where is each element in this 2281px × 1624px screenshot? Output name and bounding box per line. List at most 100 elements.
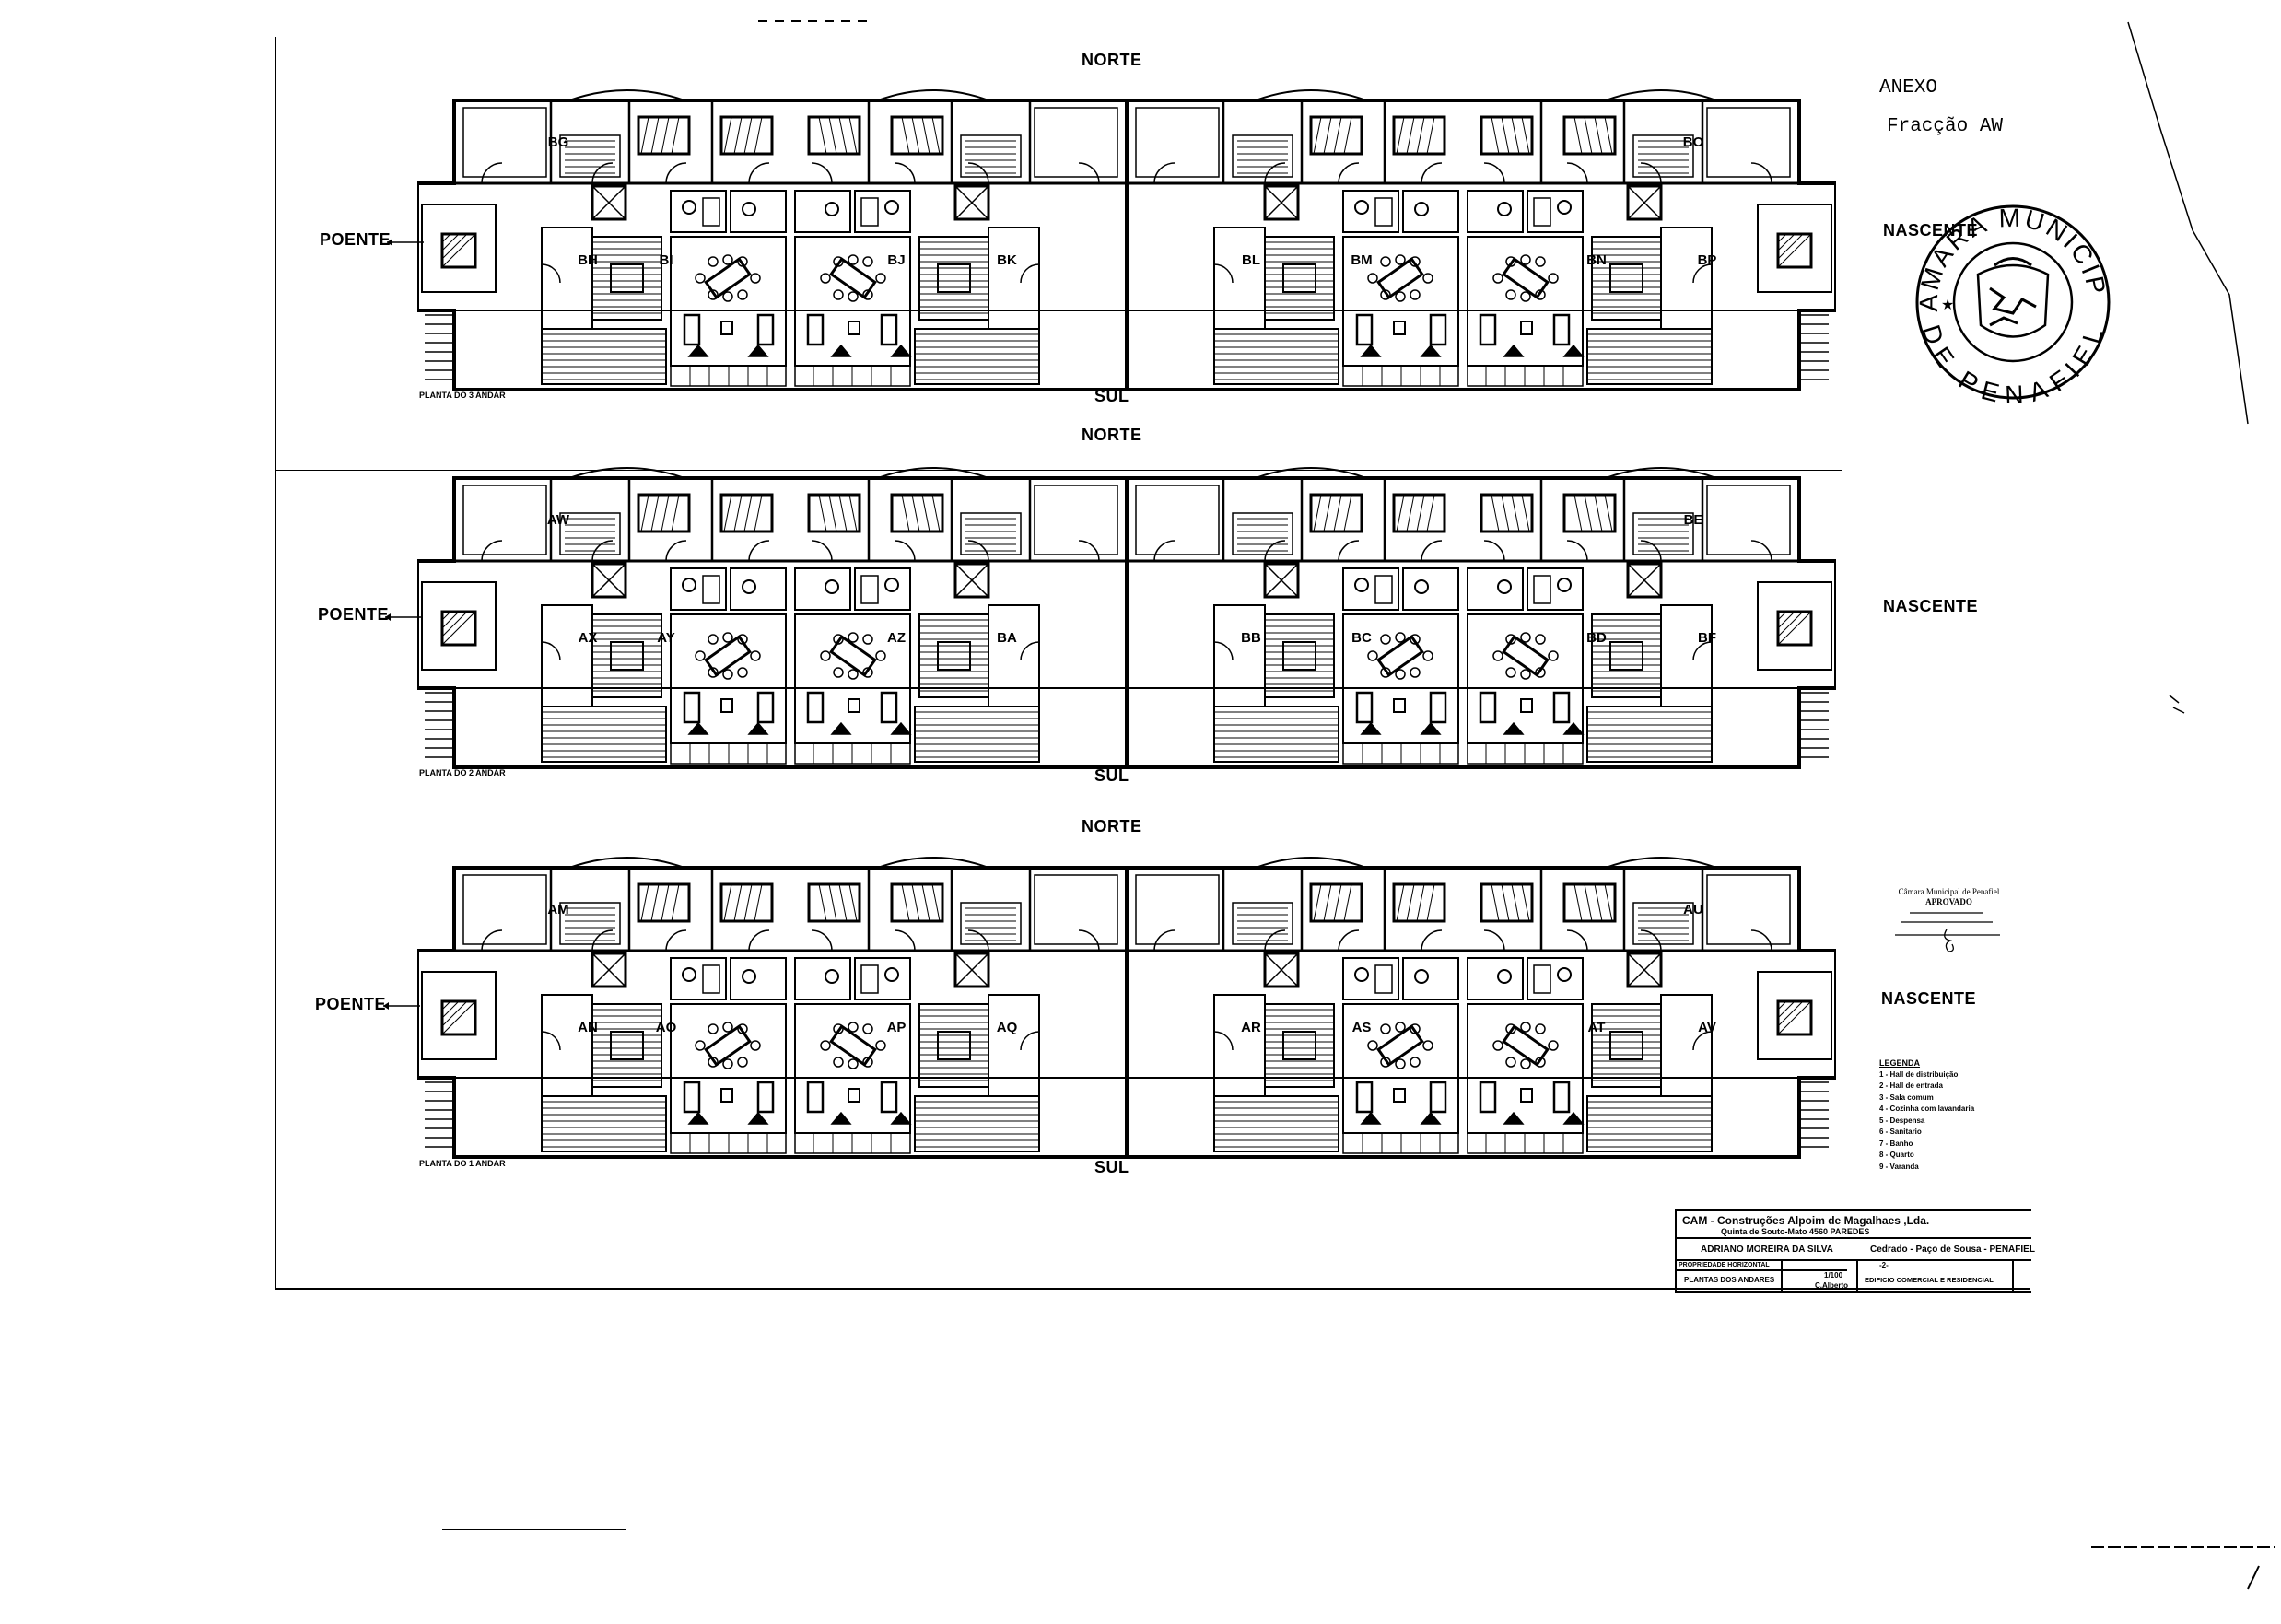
wall xyxy=(1426,883,1435,922)
chair-icon xyxy=(722,291,733,302)
coat-of-arms-icon xyxy=(1976,263,2050,338)
door-swing xyxy=(1640,540,1662,562)
sofa-icon xyxy=(1355,313,1374,346)
chair-icon xyxy=(1410,289,1421,300)
toilet-icon xyxy=(1557,578,1572,592)
wall xyxy=(1627,563,1662,598)
chair-icon xyxy=(1520,1022,1531,1033)
wall xyxy=(441,1000,451,1011)
chair-icon xyxy=(1535,256,1546,267)
stair-core xyxy=(1591,613,1662,698)
door-swing xyxy=(1078,162,1100,184)
west-arrow-icon xyxy=(383,1002,420,1010)
company-name: CAM - Construções Alpoim de Magalhaes ,L… xyxy=(1682,1214,1930,1227)
wall xyxy=(1491,116,1500,155)
stair-lower xyxy=(914,1095,1040,1152)
chair-icon xyxy=(1535,289,1546,300)
door-swing xyxy=(811,162,833,184)
south-label: SUL xyxy=(1094,766,1129,785)
sofa-icon xyxy=(756,313,775,346)
wall xyxy=(1416,883,1425,922)
wall xyxy=(818,494,827,532)
chair-icon xyxy=(1422,1040,1433,1051)
plant-icon xyxy=(1503,721,1525,735)
wall xyxy=(1416,494,1425,532)
door-swing xyxy=(1483,540,1505,562)
bay-window xyxy=(568,89,685,101)
chair-icon xyxy=(848,254,859,265)
approval-stamp: Câmara Municipal de Penafiel APROVADO xyxy=(1891,887,2006,956)
plant-icon xyxy=(1503,1111,1525,1125)
kitchen xyxy=(1632,512,1694,555)
chair-icon xyxy=(750,1040,761,1051)
kitchen xyxy=(559,134,621,178)
bed-icon xyxy=(1480,115,1534,156)
bathroom xyxy=(1402,567,1459,611)
wall xyxy=(1777,1000,1812,1035)
wall xyxy=(931,883,941,922)
svg-text:CAMARA MUNICIPAL: CAMARA MUNICIPAL xyxy=(1912,201,2111,311)
wall xyxy=(1313,883,1322,922)
wall xyxy=(848,116,858,155)
chair-icon xyxy=(708,289,719,300)
room xyxy=(421,581,497,671)
unit-label: AV xyxy=(1698,1020,1716,1035)
door-swing xyxy=(1078,929,1100,952)
bathroom xyxy=(1342,190,1399,233)
bed-icon xyxy=(637,115,691,156)
stair-landing xyxy=(937,1031,971,1060)
wall xyxy=(671,116,680,155)
chair-icon xyxy=(1520,632,1531,643)
sofa-icon xyxy=(1552,313,1571,346)
wall xyxy=(1333,494,1342,532)
elevator-shaft xyxy=(1626,184,1663,221)
door-swing xyxy=(1750,929,1772,952)
sofa-icon xyxy=(683,691,701,724)
wall xyxy=(1343,116,1352,155)
hall xyxy=(1660,604,1713,707)
door-swing xyxy=(967,929,989,952)
wall xyxy=(1396,883,1405,922)
sofa-icon xyxy=(1479,691,1497,724)
stair-landing xyxy=(937,263,971,293)
wall xyxy=(591,952,626,987)
plant-icon xyxy=(830,721,852,735)
wall xyxy=(1333,116,1342,155)
wall xyxy=(441,233,451,243)
wall xyxy=(1627,952,1662,987)
chair-icon xyxy=(848,1022,859,1033)
plant-icon xyxy=(1360,1111,1382,1125)
door-swing xyxy=(481,929,503,952)
sofa-icon xyxy=(1355,691,1374,724)
chair-icon xyxy=(1395,1058,1406,1069)
door-swing xyxy=(591,162,614,184)
bathtub-icon xyxy=(860,964,879,994)
bathroom xyxy=(730,190,787,233)
drawn-by: C.Alberto xyxy=(1815,1281,1848,1290)
chair-icon xyxy=(862,634,873,645)
sofa-icon xyxy=(806,313,825,346)
coffee-table-icon xyxy=(720,321,733,335)
chair-icon xyxy=(1410,634,1421,645)
wall xyxy=(441,611,460,629)
chair-icon xyxy=(722,669,733,680)
unit-label: AT xyxy=(1588,1020,1606,1035)
chair-icon xyxy=(1395,291,1406,302)
sink-icon xyxy=(1414,202,1429,216)
wall xyxy=(838,116,848,155)
stair-lower xyxy=(1213,328,1339,385)
chair-icon xyxy=(820,273,831,284)
chair-icon xyxy=(1505,634,1516,645)
hall xyxy=(988,227,1040,330)
door-swing xyxy=(1640,162,1662,184)
annex-title: ANEXO xyxy=(1879,77,1938,99)
chair-icon xyxy=(737,667,748,678)
wall xyxy=(848,883,858,922)
bed-icon xyxy=(637,493,691,533)
room xyxy=(1034,485,1118,555)
chair-icon xyxy=(1492,273,1503,284)
door-swing xyxy=(894,162,916,184)
bed-icon xyxy=(1562,882,1617,923)
wall xyxy=(1777,233,1796,251)
plant-icon xyxy=(890,1111,912,1125)
